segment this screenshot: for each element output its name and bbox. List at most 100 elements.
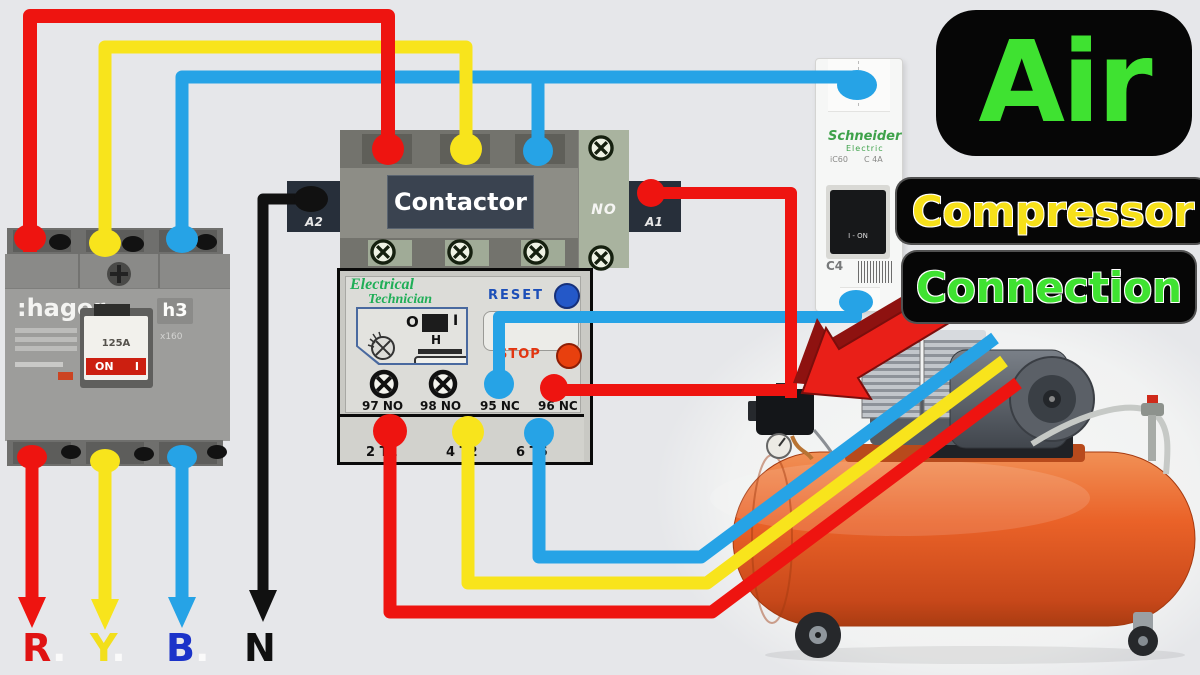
terminal-screw [134,447,154,461]
dial-o-mark: O [406,313,419,331]
indicator-mark [58,372,73,380]
mcb-size-label: C4 [826,259,844,273]
seam [78,254,80,288]
dot-95nc [484,369,514,399]
title-connection: Connection [915,262,1183,312]
contactor-name: Contactor [394,188,527,216]
mcb-switch-text: I - ON [848,232,868,240]
phase-dot: . [51,626,67,670]
mcb-model: iC60 [830,155,848,164]
reset-label: RESET [488,288,545,303]
terminal-label-96nc: 96 NC [538,399,578,413]
safety-valve-body [1141,403,1164,416]
right-caster-hub [1138,636,1148,646]
phase-letter-r: R [22,626,52,670]
spec-line [15,346,77,351]
title-air: Air [978,18,1152,148]
dot-4t2 [452,416,484,448]
phase-label-b: B. [166,626,209,670]
dot-6t6 [524,418,554,448]
dot-contactor-l1 [372,133,404,165]
philips-screw-icon [107,262,131,286]
stop-label: STOP [498,347,541,362]
a1-label: A1 [645,215,663,229]
dot-mcb-bottom [839,290,873,314]
title-badge-compressor: Compressor [895,177,1200,245]
wire-red-supply [23,9,395,252]
pump-head-right [920,330,986,340]
phase-letter-n: N [244,626,276,670]
dot-mcb-top [837,70,877,100]
dot-mccb-top-y [89,229,121,257]
terminal-screw [122,236,144,252]
screw-terminal-icon [523,239,549,265]
terminal-screw [195,234,217,250]
diagram-tray [414,356,466,363]
mccb-rating: 125A [101,338,131,349]
phase-label-n: N [244,626,276,670]
pressure-switch [756,389,814,435]
terminal-screw [61,445,81,459]
phase-label-y: Y. [90,626,126,670]
safety-valve-stem [1148,415,1156,461]
screw-terminal-icon [370,239,396,265]
wire-blue-6t6-to-motor [532,332,999,564]
title-badge-connection: Connection [901,250,1197,324]
reset-button [554,283,580,309]
terminal-screw [207,445,227,459]
gauge-needle [778,437,786,447]
trip-dial-icon [367,331,395,360]
relay-diagram-box: O I H [356,307,468,365]
spec-line [15,362,63,367]
screw-terminal-icon [588,245,614,271]
mcb-brand: Schneider [828,129,902,144]
display-block [422,314,448,332]
wire-red-a1-to-pressure-switch [655,187,797,398]
screw-terminal-icon [588,135,614,161]
dot-mccb-top-r [14,224,46,252]
dot-a1 [637,179,665,207]
toggle-rocker: 125A ON I [84,316,148,380]
relay-divider [340,414,584,417]
dot-96nc [540,374,568,402]
motor-shaft-center [1049,396,1055,402]
ground-shadow [765,646,1185,664]
terminal-label-97no: 97 NO [362,399,404,413]
y-arrowhead-icon [91,599,119,630]
phase-dot: . [111,626,126,670]
relay-maker-line2: Technician [368,292,433,307]
dot-mccb-bottom-b [167,445,197,469]
dot-mccb-bottom-y [90,449,120,473]
title-compressor: Compressor [911,186,1195,236]
screw-slot-v [117,265,121,283]
dot-mccb-bottom-r [17,445,47,469]
mcb-toggle: I - ON [830,190,886,254]
screw-terminal-icon [447,239,473,265]
screw-terminal-icon [369,369,399,399]
dot-a2 [294,186,328,212]
spec-line [15,328,77,333]
relay-maker-line1: Electrical [350,276,414,293]
mccb-model: x160 [160,332,183,342]
a2-label: A2 [305,215,323,229]
left-wheel-axle [815,632,821,638]
dot-contactor-l2 [450,133,482,165]
on-mark: I [134,360,139,373]
mcb-brand-sub: Electric [846,144,884,153]
phase-letter-b: B [166,626,195,670]
wire-black-neutral [257,193,311,592]
b-arrowhead-icon [168,597,196,628]
no-label: NO [591,202,617,218]
mcb-rating: C 4A [864,155,883,164]
dial-h-mark: H [431,333,442,347]
safety-valve-cap [1147,395,1158,404]
on-label: ON [95,360,114,373]
title-badge-air: Air [936,10,1192,156]
on-band: ON I [86,358,146,375]
wire-yellow-4t2-to-motor [461,355,1008,590]
screw-terminal-icon [428,369,458,399]
phase-letter-y: Y [90,626,112,670]
seam [158,254,160,288]
